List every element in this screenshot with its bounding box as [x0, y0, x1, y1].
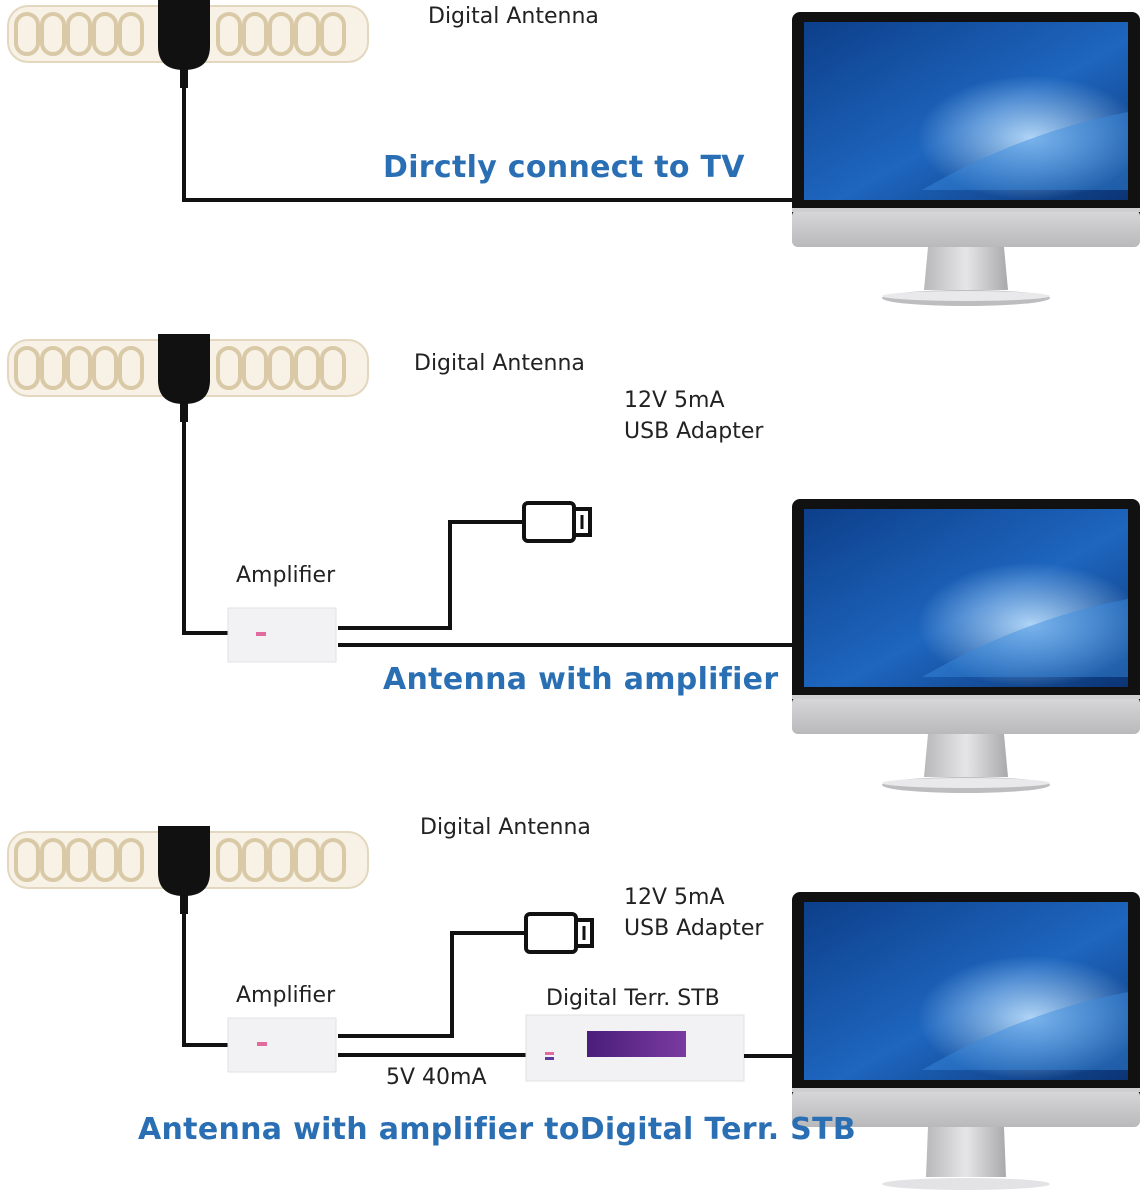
cable [182, 420, 230, 635]
panel-caption: Antenna with amplifier [383, 662, 779, 697]
monitor-icon [792, 499, 1140, 793]
panel-caption: Antenna with amplifier toDigital Terr. S… [138, 1112, 856, 1147]
set-top-box [525, 1014, 745, 1082]
adapter-spec-label: 12V 5mA [624, 885, 725, 910]
cable [182, 912, 230, 1047]
monitor-icon [792, 12, 1140, 306]
panel-2 [7, 334, 1140, 793]
cable [182, 88, 795, 202]
antenna-label: Digital Antenna [420, 815, 591, 840]
panel-3 [7, 826, 1140, 1190]
antenna-icon [7, 826, 369, 914]
panel-caption: Dirctly connect to TV [383, 150, 745, 185]
adapter-spec-label: 12V 5mA [624, 388, 725, 413]
antenna-icon [7, 0, 369, 88]
usb-plug-icon [522, 501, 592, 543]
monitor-icon [792, 892, 1140, 1190]
antenna-label: Digital Antenna [414, 351, 585, 376]
amplifier-box [227, 607, 337, 663]
amplifier-label: Amplifier [236, 563, 336, 588]
panel-1 [7, 0, 1140, 306]
power-label: 5V 40mA [386, 1065, 487, 1090]
usb-plug-icon [524, 912, 594, 954]
amplifier-label: Amplifier [236, 983, 336, 1008]
adapter-name-label: USB Adapter [624, 419, 764, 444]
antenna-label: Digital Antenna [428, 4, 599, 29]
adapter-name-label: USB Adapter [624, 916, 764, 941]
antenna-icon [7, 334, 369, 422]
stb-label: Digital Terr. STB [546, 986, 720, 1011]
usb-cable [338, 520, 525, 630]
usb-cable [338, 931, 527, 1038]
amplifier-box [227, 1017, 337, 1073]
